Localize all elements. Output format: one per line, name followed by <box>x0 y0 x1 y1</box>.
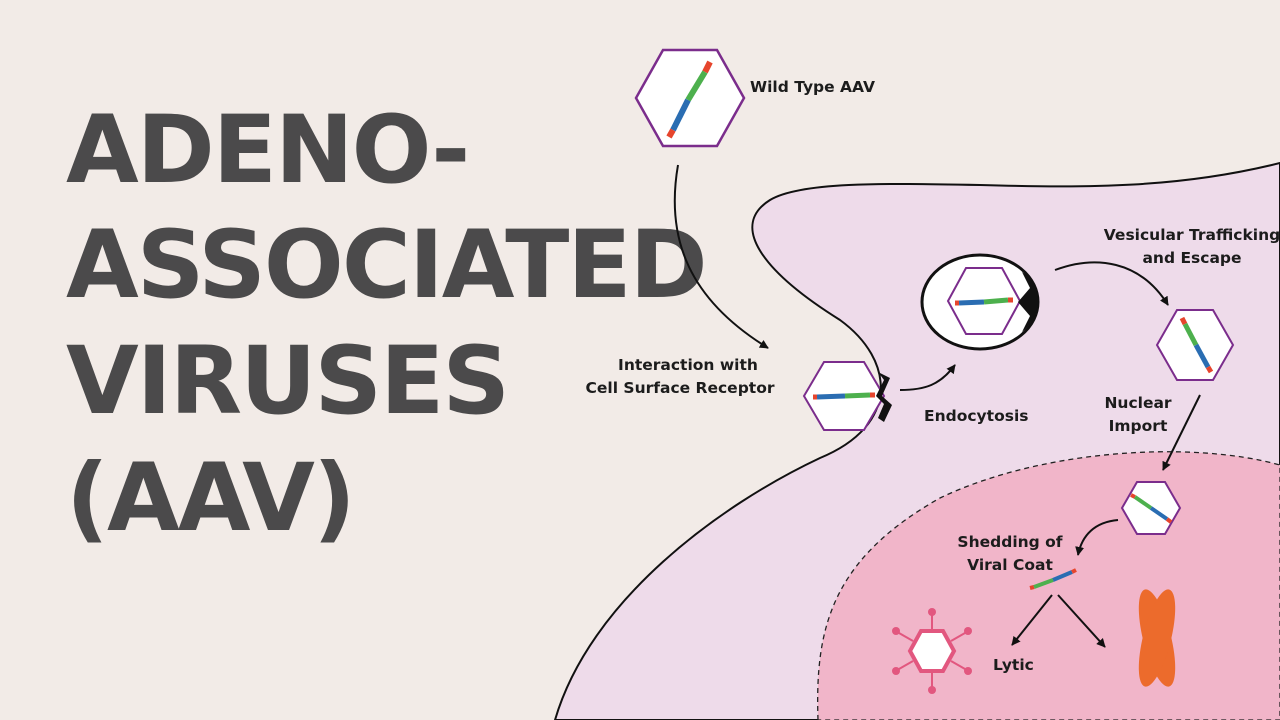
arrow-uncoating <box>1075 519 1119 556</box>
dna-segment-red <box>1029 585 1035 590</box>
dna-segment-blue <box>1052 570 1073 582</box>
dna-segment-blue <box>958 299 985 306</box>
title-block: ADENO- ASSOCIATED VIRUSES (AAV) <box>66 96 708 553</box>
dna-segment-red <box>1165 517 1173 524</box>
receptor-bound-virion <box>802 361 892 431</box>
label-endocytosis: Endocytosis <box>924 407 1028 425</box>
dna-segment-blue <box>816 393 846 400</box>
cell-surface-receptor <box>876 372 892 422</box>
arrow-latent <box>1057 594 1106 648</box>
dna-segment-green <box>844 392 871 399</box>
title-line-3: VIRUSES <box>66 327 508 436</box>
title-line-4: (AAV) <box>66 444 354 553</box>
dna-segment-blue <box>1193 343 1211 369</box>
label-interaction-1: Interaction with <box>618 356 758 374</box>
lytic-virus-icon <box>892 608 972 694</box>
dna-segment-green <box>1182 322 1199 347</box>
viral-genome <box>1029 568 1077 590</box>
dna-segment-green <box>1033 578 1054 589</box>
endosome <box>920 253 1040 351</box>
dna-segment-green <box>983 297 1009 305</box>
chromosome-icon <box>1138 589 1176 687</box>
dna-segment-red <box>1205 365 1214 374</box>
dna-segment-red <box>1179 316 1188 326</box>
dna-segment-red <box>666 128 676 139</box>
arrow-binding <box>673 164 769 349</box>
dna-segment-blue <box>1149 506 1169 521</box>
title-line-1: ADENO- <box>66 96 468 205</box>
dna-segment-red <box>1071 568 1077 574</box>
chromatid-right <box>1138 589 1176 687</box>
dna-segment-blue <box>670 98 691 132</box>
lytic-capsid <box>907 629 957 673</box>
label-shedding-1: Shedding of <box>957 533 1062 551</box>
escaped-virion <box>1155 309 1235 381</box>
dna-segment-red <box>1130 493 1136 499</box>
lytic-spikes <box>898 615 966 687</box>
dna-segment-green <box>685 70 708 102</box>
label-vesicular-1: Vesicular Trafficking <box>1104 226 1280 244</box>
dna-segment-green <box>1133 495 1153 510</box>
label-vesicular-2: and Escape <box>1142 249 1241 267</box>
label-shedding-2: Viral Coat <box>967 556 1053 574</box>
label-lytic: Lytic <box>993 656 1034 674</box>
wild-type-aav-virion <box>634 48 746 148</box>
label-nuclear-1: Nuclear <box>1104 394 1171 412</box>
label-nuclear-2: Import <box>1109 417 1168 435</box>
label-wild-type: Wild Type AAV <box>750 78 875 96</box>
title-line-2: ASSOCIATED <box>66 211 706 320</box>
arrow-endocytosis <box>899 364 956 391</box>
arrow-lytic <box>1011 594 1053 646</box>
nuclear-virion <box>1120 481 1182 535</box>
label-interaction-2: Cell Surface Receptor <box>586 379 775 397</box>
arrow-nuclear-import <box>1162 394 1201 471</box>
arrow-trafficking <box>1054 261 1169 306</box>
endosome-receptor <box>1018 272 1039 332</box>
dna-segment-red <box>702 60 713 74</box>
lytic-spike-tips <box>892 608 972 694</box>
